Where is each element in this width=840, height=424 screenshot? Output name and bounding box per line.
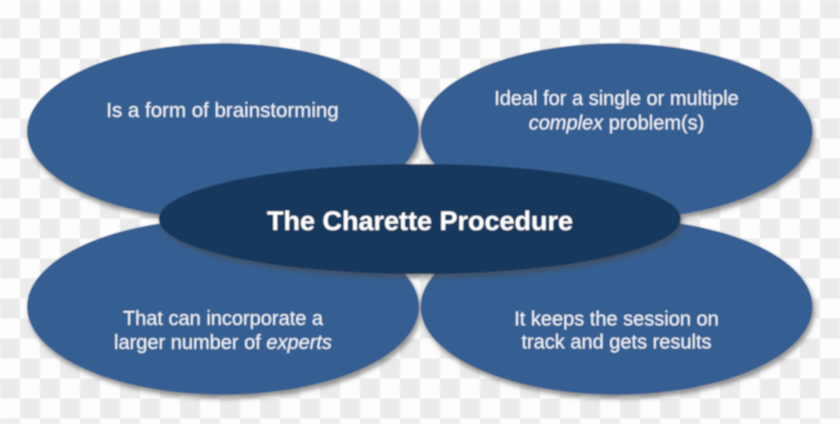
svg-text:larger number of experts: larger number of experts [114,332,332,354]
svg-text:It keeps the session on: It keeps the session on [514,309,719,331]
svg-text:Ideal for a single or multiple: Ideal for a single or multiple [494,88,739,110]
svg-text:track and gets results: track and gets results [521,332,711,354]
svg-text:The Charette Procedure: The Charette Procedure [267,206,573,236]
svg-text:That can incorporate a: That can incorporate a [123,308,324,330]
svg-text:complex problem(s): complex problem(s) [529,113,705,135]
svg-text:Is a form of brainstorming: Is a form of brainstorming [106,99,338,122]
